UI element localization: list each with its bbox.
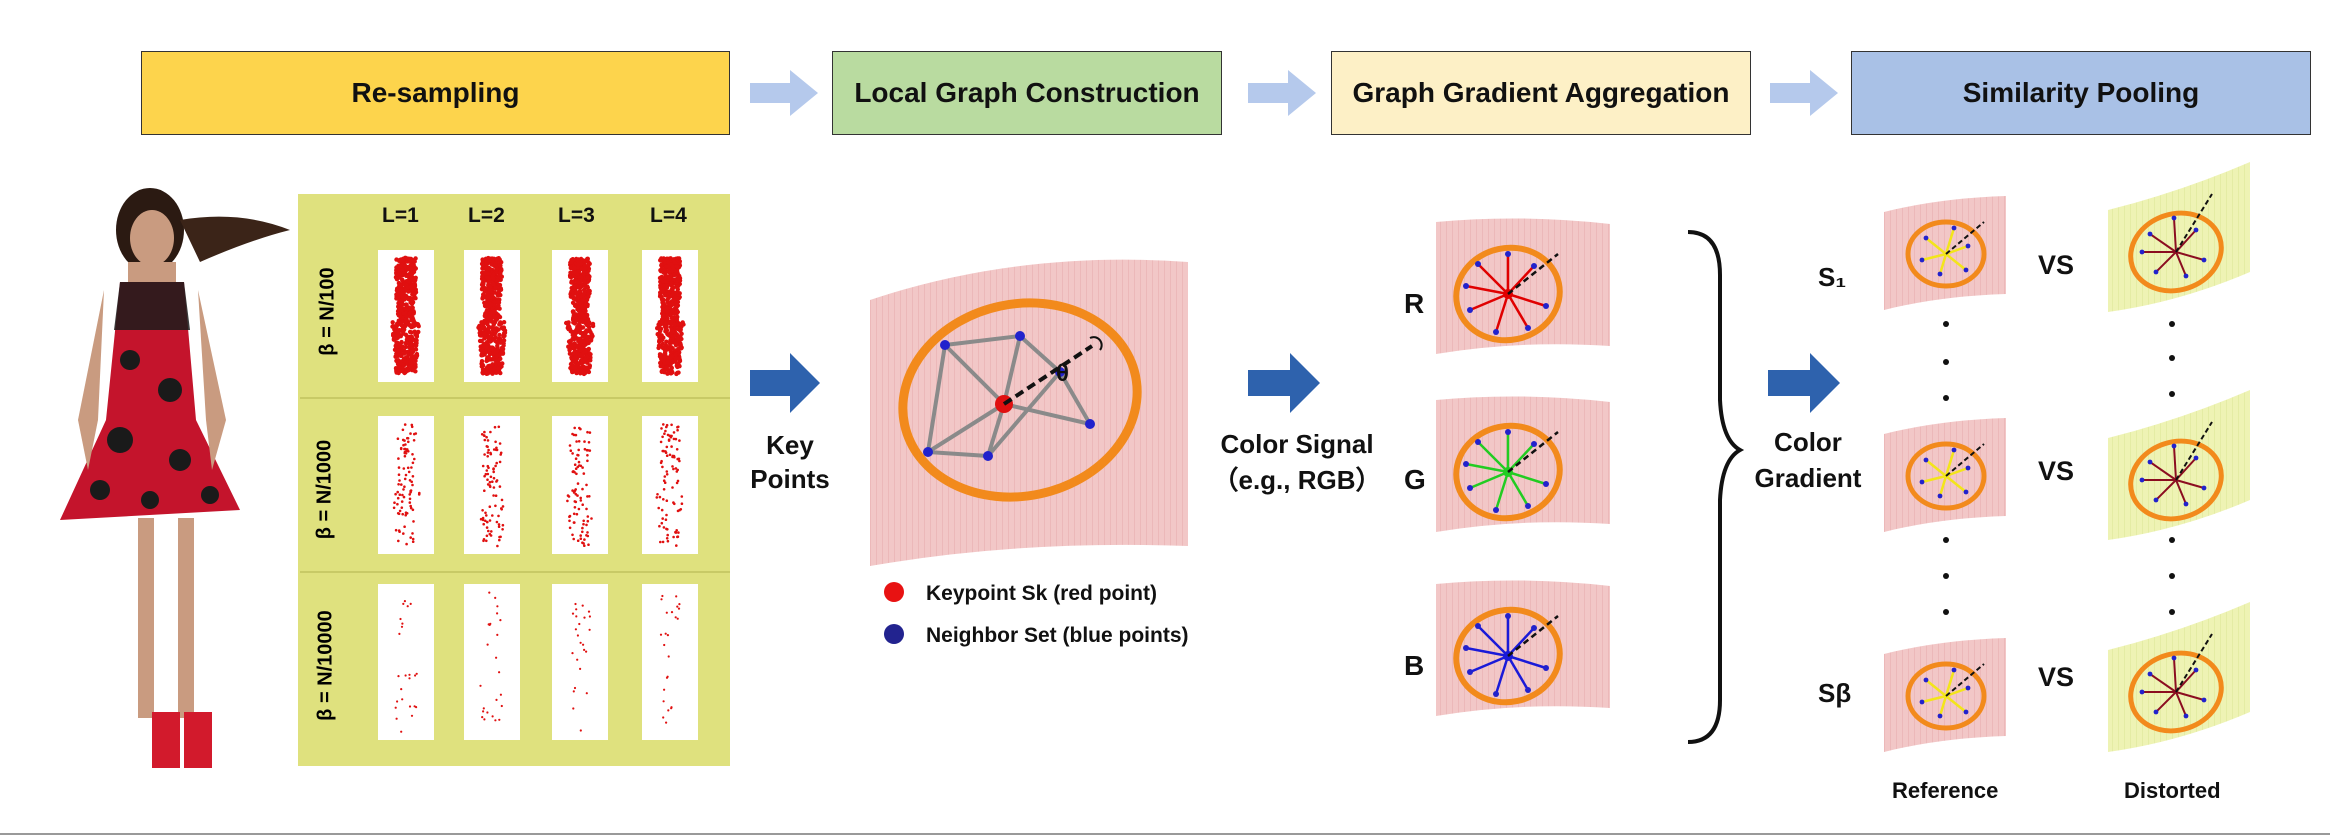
vs-label-3: VS [2038, 662, 2075, 692]
header-arrow-1 [750, 70, 818, 116]
reference-label: Reference [1892, 778, 1999, 803]
grouping-brace [1687, 230, 1745, 744]
distorted-label: Distorted [2124, 778, 2221, 803]
neighborhood-circle [898, 298, 1142, 502]
resampling-thumbnail [464, 584, 520, 740]
local-graph-surface [870, 259, 1188, 566]
vs-label-1: VS [2038, 250, 2075, 280]
header-arrow-2 [1248, 70, 1316, 116]
neighbor-points [923, 331, 1095, 461]
step-resampling: Re-sampling [141, 51, 730, 135]
resampling-thumbnail [642, 584, 698, 740]
color-gradient-arrow [1768, 353, 1840, 413]
step-local-graph: Local Graph Construction [832, 51, 1222, 135]
color-gradient-line2: Gradient [1754, 463, 1862, 493]
theta-label: θ [1056, 360, 1069, 387]
color-signal-label: Color Signal （e.g., RGB） [1202, 426, 1392, 498]
step-gradient-aggregation-label: Graph Gradient Aggregation [1352, 77, 1730, 108]
color-signal-arrow [1248, 353, 1320, 413]
rgb-channel-surfaces [1436, 218, 1610, 716]
resampling-thumbnail [378, 584, 434, 740]
vs-label-2: VS [2038, 456, 2075, 486]
step-gradient-aggregation: Graph Gradient Aggregation [1331, 51, 1751, 135]
graph-edges [926, 334, 1092, 458]
col-label-4: L=4 [650, 204, 687, 227]
step-similarity-pooling-label: Similarity Pooling [1962, 77, 2200, 108]
step-local-graph-label: Local Graph Construction [854, 77, 1200, 108]
row-label-2: β = N/1000 [313, 439, 336, 540]
color-signal-line2: （e.g., RGB） [1212, 465, 1382, 495]
col-label-3: L=3 [558, 204, 595, 227]
legend-neighbor-dot [884, 624, 904, 644]
key-points-line2: Points [750, 464, 830, 494]
ellipsis-dots [1943, 321, 2175, 615]
legend-neighbor-label: Neighbor Set (blue points) [926, 624, 1189, 647]
header-arrow-3 [1770, 70, 1838, 116]
channel-g-label: G [1404, 464, 1426, 495]
s1-label: S₁ [1818, 262, 1847, 292]
person-point-cloud-image [60, 188, 290, 768]
key-points-line1: Key [766, 430, 814, 460]
color-gradient-line1: Color [1774, 427, 1842, 457]
resampling-thumbnail [464, 416, 520, 554]
step-resampling-label: Re-sampling [351, 77, 520, 108]
row-label-3: β = N/10000 [314, 610, 337, 721]
sbeta-label: Sβ [1818, 678, 1852, 708]
channel-r-label: R [1404, 288, 1425, 319]
color-signal-line1: Color Signal [1220, 429, 1374, 459]
legend-keypoint-dot [884, 582, 904, 602]
key-points-label: Key Points [750, 428, 830, 496]
key-points-arrow [750, 353, 820, 413]
resampling-thumbnail [378, 416, 434, 554]
legend-keypoint-label: Keypoint Sk (red point) [926, 582, 1157, 605]
resampling-thumbnails [378, 250, 698, 740]
col-label-2: L=2 [468, 204, 505, 227]
row-label-1: β = N/100 [316, 267, 339, 356]
col-label-1: L=1 [382, 204, 419, 227]
resampling-thumbnail [552, 416, 608, 554]
color-gradient-label: Color Gradient [1748, 424, 1868, 496]
step-similarity-pooling: Similarity Pooling [1851, 51, 2311, 135]
pooling-surfaces [1884, 162, 2250, 752]
channel-b-label: B [1404, 650, 1425, 681]
radius-line [1002, 344, 1094, 406]
resampling-thumbnail [552, 584, 608, 740]
